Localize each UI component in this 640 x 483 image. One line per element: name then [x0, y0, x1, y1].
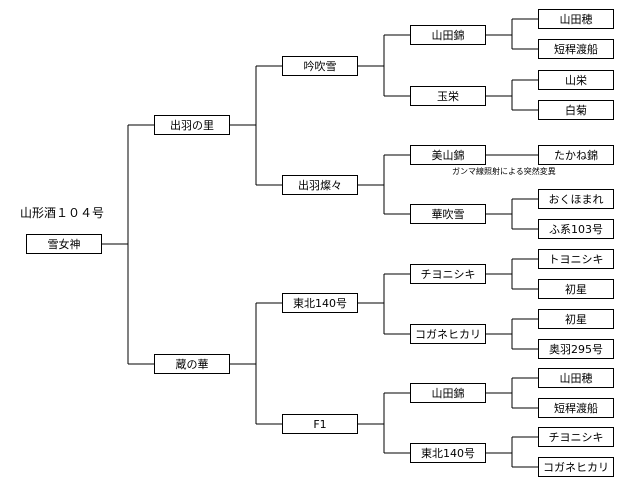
- node-gen3: 美山錦: [410, 145, 486, 165]
- node-gen2: 吟吹雪: [282, 56, 358, 76]
- node-gen3: 玉栄: [410, 86, 486, 106]
- node-gen4: 初星: [538, 279, 614, 299]
- node-gen4: 山栄: [538, 70, 614, 90]
- node-gen4: 奥羽295号: [538, 339, 614, 359]
- mutation-note: ガンマ線照射による突然変異: [452, 167, 556, 176]
- node-gen3: 東北140号: [410, 443, 486, 463]
- node-gen3: 山田錦: [410, 383, 486, 403]
- diagram-title: 山形酒１０４号: [20, 206, 105, 220]
- node-gen4: 初星: [538, 309, 614, 329]
- node-gen4: 山田穂: [538, 9, 614, 29]
- node-gen4: チヨニシキ: [538, 427, 614, 447]
- node-gen4: 短稈渡船: [538, 39, 614, 59]
- node-gen4: コガネヒカリ: [538, 457, 614, 477]
- node-gen4: 白菊: [538, 100, 614, 120]
- node-gen3: 山田錦: [410, 25, 486, 45]
- node-gen4: ふ系103号: [538, 219, 614, 239]
- node-gen2: 出羽燦々: [282, 175, 358, 195]
- node-root: 雪女神: [26, 234, 102, 254]
- node-gen3: コガネヒカリ: [410, 324, 486, 344]
- node-gen4: トヨニシキ: [538, 249, 614, 269]
- node-gen4: 短稈渡船: [538, 398, 614, 418]
- node-gen4: 山田穂: [538, 368, 614, 388]
- node-gen2: 東北140号: [282, 293, 358, 313]
- node-gen3: チヨニシキ: [410, 264, 486, 284]
- node-gen1: 出羽の里: [154, 115, 230, 135]
- node-gen3: 華吹雪: [410, 204, 486, 224]
- node-gen1: 蔵の華: [154, 354, 230, 374]
- node-gen2: F1: [282, 414, 358, 434]
- node-gen4: たかね錦: [538, 145, 614, 165]
- node-gen4: おくほまれ: [538, 189, 614, 209]
